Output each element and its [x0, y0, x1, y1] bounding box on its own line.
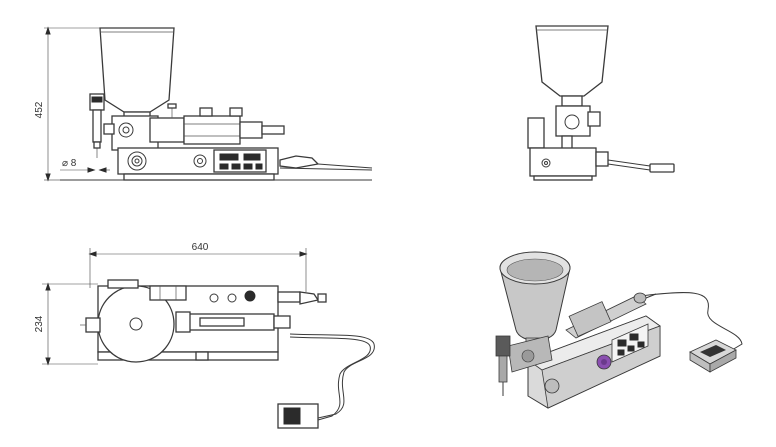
dim-length-label: 640 [192, 242, 209, 253]
dim-width-label: 234 [34, 315, 45, 332]
top-view: 640 234 [34, 242, 375, 429]
isometric-view [495, 251, 743, 409]
side-view [527, 25, 675, 181]
dim-diameter-label: ⌀ 8 [62, 158, 77, 169]
front-view: 452 ⌀ 8 [34, 26, 373, 182]
dim-height-label: 452 [34, 101, 45, 118]
